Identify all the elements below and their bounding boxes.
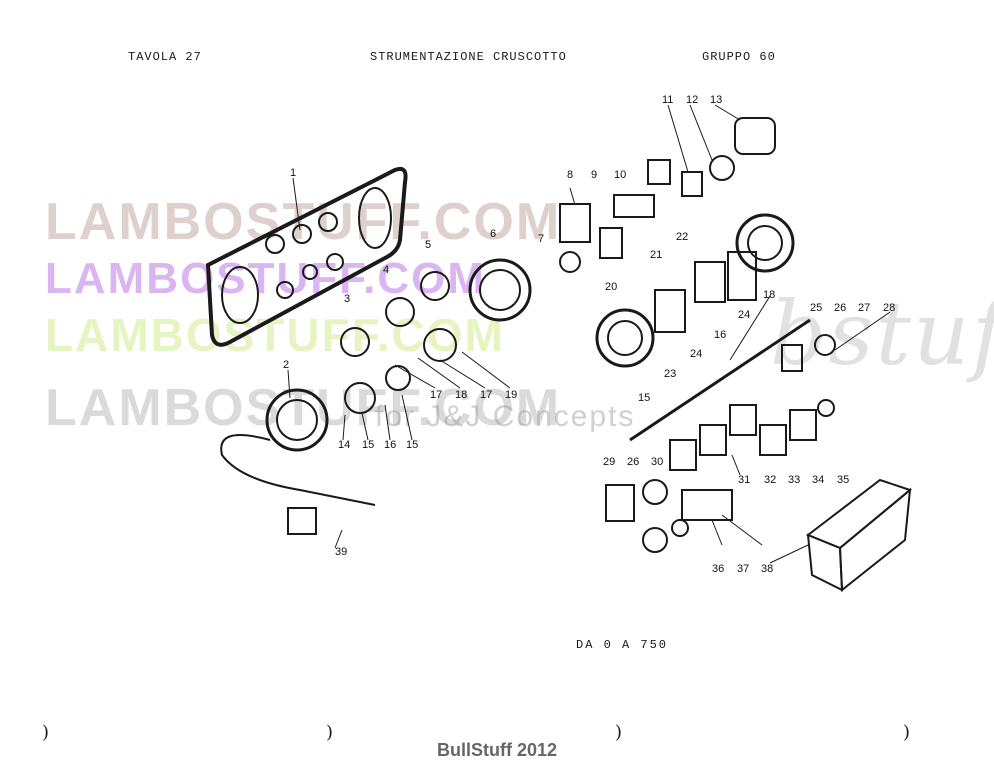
- part-label: 11: [662, 94, 673, 106]
- part-label: 16: [384, 439, 396, 451]
- part-label: 16: [714, 329, 726, 341]
- plate-number: TAVOLA 27: [128, 50, 202, 64]
- watermark: LAMBOSTUFF.COM: [45, 193, 562, 251]
- part-label: 15: [638, 392, 650, 404]
- part-label: 4: [383, 264, 389, 276]
- part-label: 26: [834, 302, 846, 314]
- part-label: 12: [686, 94, 698, 106]
- part-label: 30: [651, 456, 663, 468]
- binding-mark: ): [903, 722, 911, 743]
- binding-mark: ): [326, 722, 334, 743]
- part-label: 25: [810, 302, 822, 314]
- speedo-cable: [220, 434, 376, 506]
- plate-title: STRUMENTAZIONE CRUSCOTTO: [370, 50, 567, 64]
- part-label: 31: [738, 474, 750, 486]
- part-label: 23: [664, 368, 676, 380]
- part-label: 26: [627, 456, 639, 468]
- part-label: 14: [338, 439, 350, 451]
- part-label: 18: [763, 289, 775, 301]
- part-label: 35: [837, 474, 849, 486]
- binding-mark: ): [42, 722, 50, 743]
- part-label: 17: [430, 389, 442, 401]
- part-label: 7: [538, 233, 544, 245]
- part-label: 5: [425, 239, 431, 251]
- watermark: bstuff: [770, 282, 994, 385]
- part-label: 33: [788, 474, 800, 486]
- part-label: 39: [335, 546, 347, 558]
- part-label: 20: [605, 281, 617, 293]
- watermark: LAMBOSTUFF.COM: [45, 254, 487, 303]
- part-label: 37: [737, 563, 749, 575]
- serial-range-label: DA 0 A 750: [576, 638, 669, 652]
- part-label: 9: [591, 169, 597, 181]
- part-label: 15: [406, 439, 418, 451]
- part-label: 36: [712, 563, 724, 575]
- part-label: 22: [676, 231, 688, 243]
- part-label: 18: [455, 389, 467, 401]
- part-label: 21: [650, 249, 662, 261]
- dashboard-panel: [205, 166, 408, 347]
- fuse-box: [806, 478, 913, 550]
- part-label: 29: [603, 456, 615, 468]
- part-label: 3: [344, 293, 350, 305]
- part-label: 2: [283, 359, 289, 371]
- part-label: 6: [490, 228, 496, 240]
- part-label: 24: [690, 348, 702, 360]
- part-label: 8: [567, 169, 573, 181]
- part-label: 10: [614, 169, 626, 181]
- part-label: 27: [858, 302, 870, 314]
- part-label: 28: [883, 302, 895, 314]
- watermark: LAMBOSTUFF.COM: [45, 379, 562, 437]
- binding-mark: ): [615, 722, 623, 743]
- footer-credit: BullStuff 2012: [436, 740, 558, 760]
- group-number: GRUPPO 60: [702, 50, 776, 64]
- part-label: 15: [362, 439, 374, 451]
- watermark: for J&J Concepts: [375, 400, 636, 433]
- part-label: 1: [290, 167, 296, 179]
- part-label: 19: [505, 389, 517, 401]
- part-label: 17: [480, 389, 492, 401]
- part-label: 13: [710, 94, 722, 106]
- part-label: 32: [764, 474, 776, 486]
- part-label: 38: [761, 563, 773, 575]
- part-label: 24: [738, 309, 750, 321]
- part-label: 34: [812, 474, 824, 486]
